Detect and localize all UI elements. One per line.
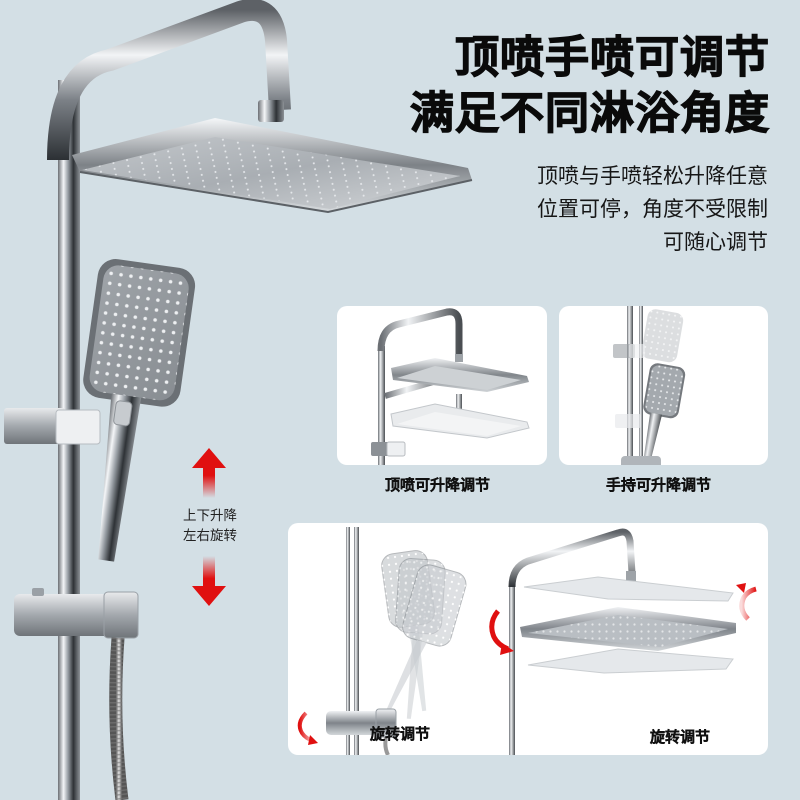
down-arrow-icon [192,556,226,606]
description-line1: 顶喷与手喷轻松升降任意 [537,164,768,188]
shower-system-image [4,0,473,800]
feature-card-top-shower-caption: 顶喷可升降调节 [385,476,491,494]
top-shower-height-image [371,308,530,465]
description: 顶喷与手喷轻松升降任意 位置可停，角度不受限制 可随心调节 [537,160,768,259]
feature-card-top-shower [337,306,547,465]
movement-label-line1: 上下升降 [183,508,237,524]
feature-card-hand-shower [559,306,768,465]
rotation-card-right-caption: 旋转调节 [650,728,711,746]
headline: 顶喷手喷可调节 满足不同淋浴角度 [409,30,770,142]
rotation-card-left-caption: 旋转调节 [370,725,431,743]
description-line3: 可随心调节 [663,230,768,254]
rotate-arrow-icon [297,711,318,745]
headline-line1: 顶喷手喷可调节 [454,31,770,83]
up-arrow-icon [192,448,226,498]
movement-label: 上下升降 左右旋转 [172,506,248,546]
description-line2: 位置可停，角度不受限制 [537,197,768,221]
movement-label-line2: 左右旋转 [183,528,237,544]
feature-card-hand-shower-caption: 手持可升降调节 [606,476,712,494]
rotation-illustration [297,527,757,755]
hand-shower-height-image [613,306,686,465]
headline-line2: 满足不同淋浴角度 [409,87,770,139]
main-shower-illustration [4,0,473,800]
rotate-arrow-icon [489,583,757,655]
rotation-card: 旋转调节 旋转调节 [288,523,768,755]
